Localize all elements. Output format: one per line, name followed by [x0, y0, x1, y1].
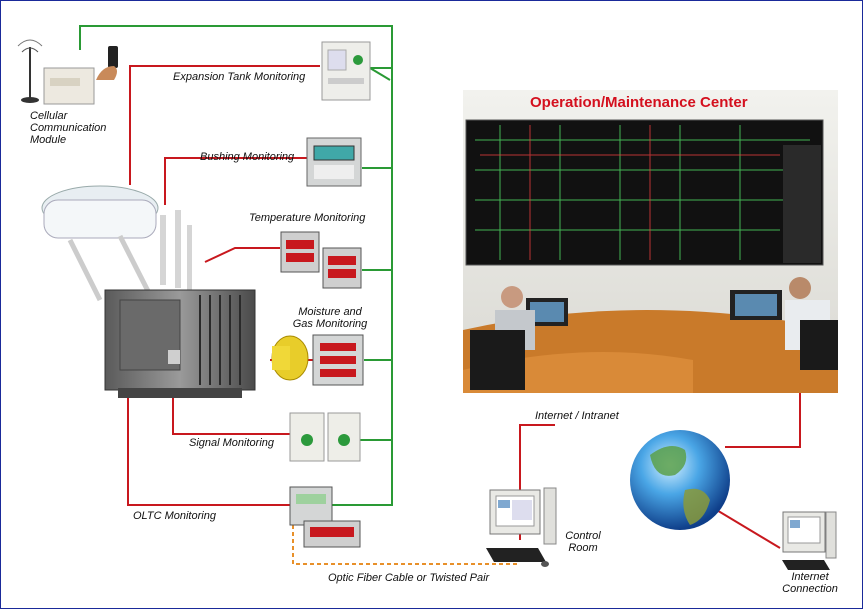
label-oltc: OLTC Monitoring: [133, 510, 216, 522]
signal-monitor-device-1: [289, 412, 325, 462]
label-cellular-module: Cellular Communication Module: [30, 110, 107, 146]
globe-icon: [630, 430, 730, 530]
label-moisture-gas: Moisture and Gas Monitoring: [292, 306, 368, 330]
computer-workstation-icon-2: [782, 511, 837, 570]
label-internet-intranet: Internet / Intranet: [535, 410, 619, 422]
label-temperature: Temperature Monitoring: [249, 212, 366, 224]
expansion-tank-monitor-device: [321, 41, 371, 101]
temperature-monitor-device-1: [280, 231, 320, 273]
fiber-cable-line: [292, 525, 520, 565]
oltc-monitor-device-2: [303, 520, 361, 548]
label-expansion-tank: Expansion Tank Monitoring: [173, 71, 306, 83]
label-control-room: Control Room: [565, 530, 601, 554]
temperature-monitor-device-2: [322, 247, 362, 289]
label-internet-connection: Internet Connection: [782, 571, 838, 595]
label-signal: Signal Monitoring: [189, 437, 274, 449]
moisture-gas-monitor-device: [312, 334, 364, 386]
label-bushing: Bushing Monitoring: [200, 151, 295, 163]
signal-monitor-device-2: [327, 412, 361, 462]
green-bus-lines: [79, 25, 393, 506]
power-transformer-icon: [41, 185, 256, 398]
operation-center-photo: [463, 90, 838, 393]
operation-center-title: Operation/Maintenance Center: [530, 94, 748, 111]
computer-workstation-icon: [486, 487, 557, 567]
label-fiber-cable: Optic Fiber Cable or Twisted Pair: [328, 572, 490, 584]
cellular-module-icon: [17, 39, 95, 105]
oltc-monitor-device-1: [289, 486, 333, 526]
bushing-monitor-device: [306, 137, 362, 187]
moisture-gas-sensor: [271, 335, 309, 381]
mobile-phone-icon: [96, 46, 118, 80]
